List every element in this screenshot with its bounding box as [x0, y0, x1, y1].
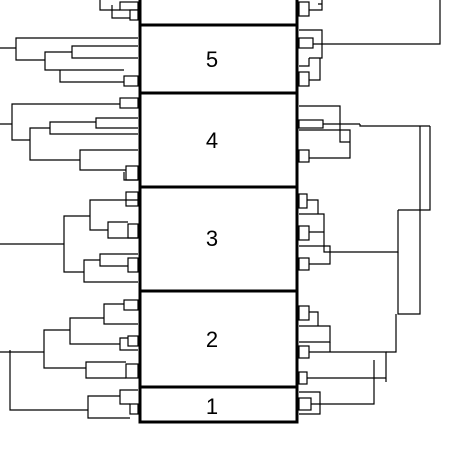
left-connectors [119, 1, 139, 415]
right-tree [299, 0, 441, 415]
segment-column: 5 4 3 2 1 [138, 0, 299, 424]
segment-box-1 [138, 385, 299, 424]
segment-label-3: 3 [206, 226, 218, 251]
segment-label-5: 5 [206, 47, 218, 72]
segment-box-top [138, 0, 299, 27]
segment-box-4 [138, 91, 299, 189]
segment-label-1: 1 [206, 394, 218, 419]
segment-label-2: 2 [206, 327, 218, 352]
segment-label-4: 4 [206, 128, 218, 153]
segment-box-3 [138, 185, 299, 293]
segment-box-5 [138, 23, 299, 95]
left-tree [0, 0, 138, 419]
segment-box-2 [138, 289, 299, 389]
